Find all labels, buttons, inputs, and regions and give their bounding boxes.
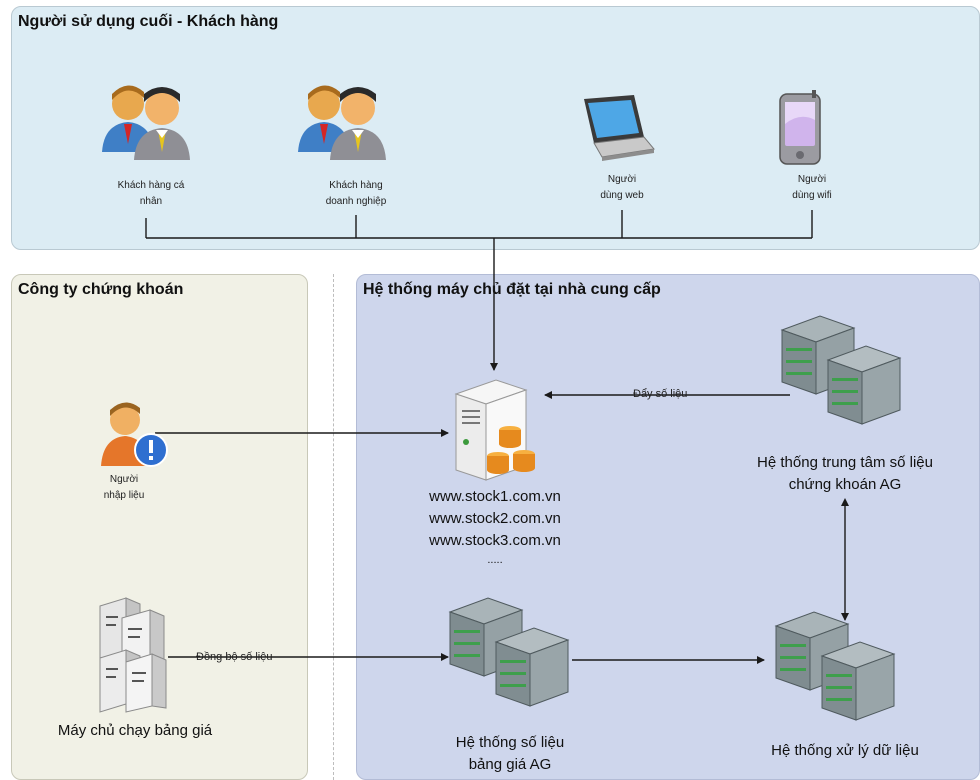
web-server-site-1: www.stock1.com.vn — [429, 488, 561, 505]
web-server-icon — [454, 379, 535, 481]
provider-servers-panel-title: Hệ thống máy chủ đặt tại nhà cung cấp — [363, 281, 661, 298]
price-board-server-label: Máy chủ chạy bảng giá — [57, 722, 213, 739]
business-customer-label: Khách hàng doanh nghiệp — [296, 178, 416, 210]
people-icon — [102, 85, 190, 160]
laptop-icon — [584, 95, 655, 161]
push-data-label: Đẩy số liệu — [633, 388, 688, 400]
individual-customer-line1: Khách hàng cá — [117, 180, 185, 191]
end-users-panel-title: Người sử dụng cuối - Khách hàng — [18, 13, 279, 30]
data-entry-user-line2: nhập liệu — [103, 490, 145, 501]
data-center-line2: chứng khoán AG — [788, 476, 902, 493]
mobile-phone-icon — [779, 90, 821, 165]
web-server-site-3: www.stock3.com.vn — [429, 532, 561, 549]
wifi-user-line1: Người — [797, 174, 827, 185]
data-center-label: Hệ thống trung tâm số liệu chứng khoán A… — [720, 452, 970, 496]
business-customer-line2: doanh nghiệp — [325, 196, 387, 207]
business-customer-line1: Khách hàng — [329, 180, 383, 191]
server-rack-icon — [774, 611, 896, 721]
sync-data-label: Đồng bộ số liệu — [196, 651, 273, 663]
web-server-site-2: www.stock2.com.vn — [429, 510, 561, 527]
web-server-site-more: ..... — [487, 554, 503, 566]
data-entry-user-line1: Người — [109, 474, 139, 485]
web-server-sites: www.stock1.com.vn www.stock2.com.vn www.… — [400, 486, 590, 568]
processing-system-label: Hệ thống xử lý dữ liệu — [771, 742, 919, 759]
wifi-user-label: Người dùng wifi — [762, 172, 862, 204]
server-rack-icon — [448, 597, 570, 707]
price-board-system-label: Hệ thống số liệu bảng giá AG — [410, 732, 610, 776]
user-alert-icon — [101, 402, 168, 467]
people-icon — [298, 85, 386, 160]
securities-company-panel-title: Công ty chứng khoán — [18, 281, 184, 298]
individual-customer-line2: nhân — [139, 196, 163, 207]
web-user-label: Người dùng web — [572, 172, 672, 204]
price-board-system-line1: Hệ thống số liệu — [455, 734, 565, 751]
individual-customer-label: Khách hàng cá nhân — [96, 178, 206, 210]
wifi-user-line2: dùng wifi — [792, 190, 832, 201]
data-center-line1: Hệ thống trung tâm số liệu — [757, 454, 933, 471]
panel-divider — [333, 274, 334, 780]
data-entry-user-label: Người nhập liệu — [84, 472, 164, 504]
web-user-line1: Người — [607, 174, 637, 185]
price-board-system-line2: bảng giá AG — [468, 756, 552, 773]
server-rack-icon — [780, 315, 902, 425]
web-user-line2: dùng web — [600, 190, 644, 201]
server-icon — [99, 597, 167, 713]
